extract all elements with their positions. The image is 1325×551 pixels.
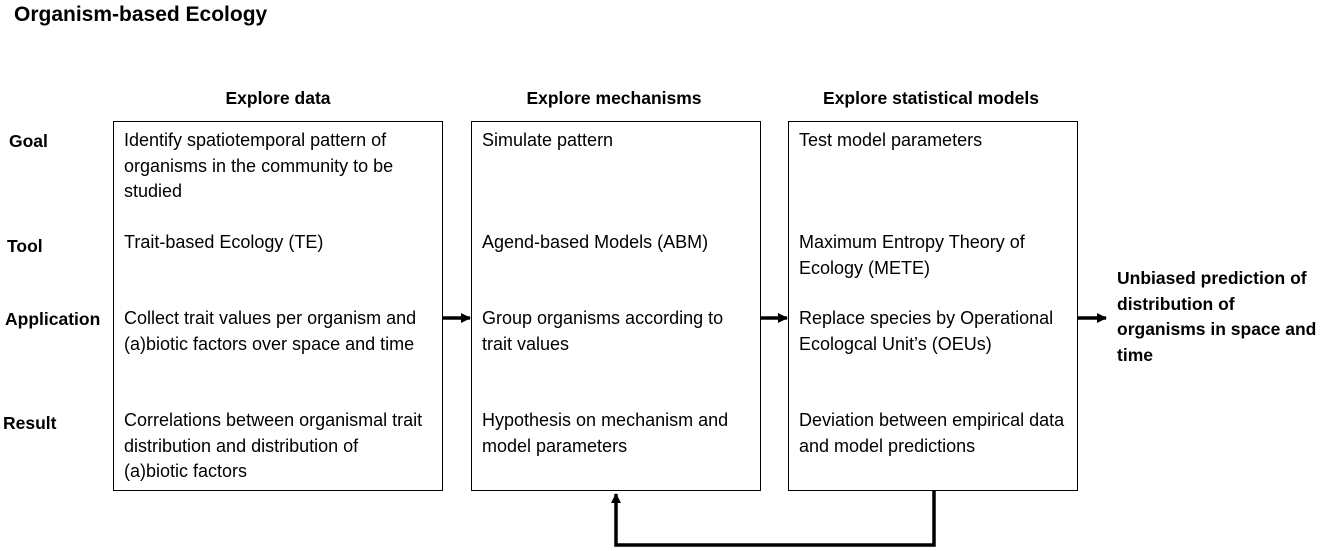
explore-data-application: Collect trait values per organism and (a… [124, 308, 417, 354]
explore-statistical-models-result: Deviation between empirical data and mod… [799, 410, 1065, 456]
explore-mechanisms-goal: Simulate pattern [482, 130, 614, 150]
explore-mechanisms-tool: Agend-based Models (ABM) [482, 232, 709, 252]
column-heading-explore-data: Explore data [225, 88, 331, 108]
row-label-goal: Goal [9, 131, 48, 151]
outcome-text: Unbiased prediction of distribution of o… [1117, 268, 1317, 365]
diagram-title: Organism-based Ecology [14, 3, 268, 26]
box-explore-data [113, 121, 443, 491]
explore-statistical-models-goal: Test model parameters [799, 130, 983, 150]
explore-data-tool: Trait-based Ecology (TE) [124, 232, 324, 252]
explore-statistical-models-tool: Maximum Entropy Theory of Ecology (METE) [799, 232, 1025, 278]
feedback-arrow-models-to-mechanisms [611, 491, 936, 547]
explore-data-result: Correlations between organismal trait di… [124, 410, 423, 481]
box-explore-statistical-models [788, 121, 1078, 491]
column-heading-explore-statistical-models: Explore statistical models [823, 88, 1039, 108]
row-label-result: Result [3, 413, 57, 433]
explore-mechanisms-result: Hypothesis on mechanism and model parame… [482, 410, 729, 456]
explore-mechanisms-application: Group organisms according to trait value… [482, 308, 724, 354]
row-label-application: Application [5, 309, 101, 329]
column-heading-explore-mechanisms: Explore mechanisms [526, 88, 702, 108]
explore-statistical-models-application: Replace species by Operational Ecologcal… [799, 308, 1054, 354]
row-label-tool: Tool [7, 236, 43, 256]
box-explore-mechanisms [471, 121, 761, 491]
explore-data-goal: Identify spatiotemporal pattern of organ… [124, 130, 394, 201]
